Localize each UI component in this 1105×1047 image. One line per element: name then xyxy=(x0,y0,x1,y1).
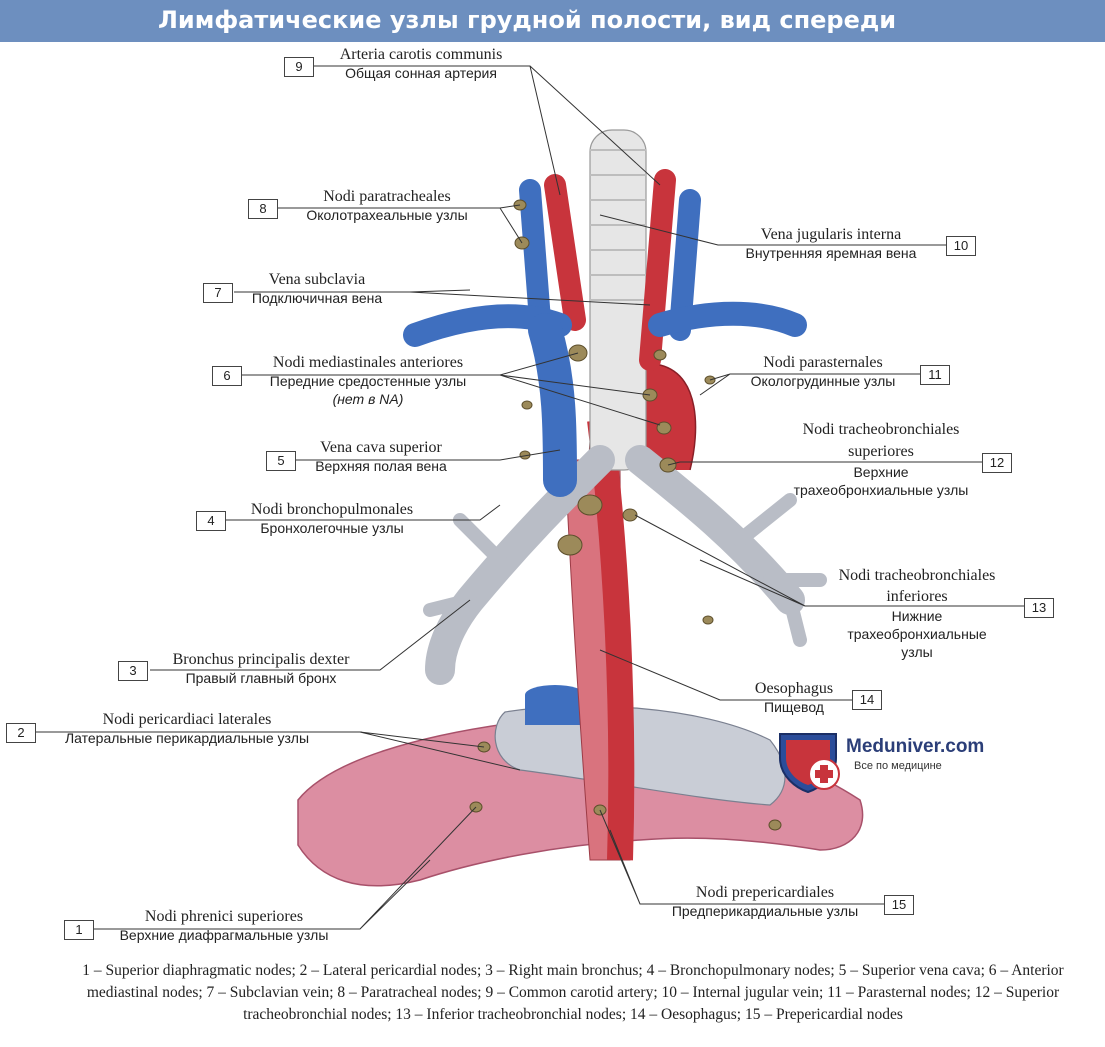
label-15-text: Nodi prepericardiales Предперикардиальны… xyxy=(648,883,882,920)
label-6-note: (нет в NA) xyxy=(332,391,404,407)
label-7-latin: Vena subclavia xyxy=(268,271,366,288)
label-number-11: 11 xyxy=(920,365,950,385)
label-6-latin: Nodi mediastinales anteriores xyxy=(272,354,464,371)
logo-name: Meduniver.com xyxy=(846,736,985,757)
label-number-8: 8 xyxy=(248,199,278,219)
label-8-text: Nodi paratracheales Околотрахеальные узл… xyxy=(276,187,498,224)
logo-tagline: Все по медицине xyxy=(854,760,942,772)
label-11-latin: Nodi parasternales xyxy=(763,354,883,371)
label-1-russian: Верхние диафрагмальные узлы xyxy=(119,927,329,943)
label-1-text: Nodi phrenici superiores Верхние диафраг… xyxy=(94,907,354,944)
label-13-text: Nodi tracheobronchiales inferiores Нижни… xyxy=(808,565,1026,661)
internal-jugular-right xyxy=(519,179,551,331)
label-13-latin: Nodi tracheobronchiales inferiores xyxy=(838,567,996,605)
label-2-text: Nodi pericardiaci laterales Латеральные … xyxy=(36,710,338,747)
label-number-1: 1 xyxy=(64,920,94,940)
label-number-5: 5 xyxy=(266,451,296,471)
label-4-latin: Nodi bronchopulmonales xyxy=(250,501,414,518)
label-5-text: Vena cava superior Верхняя полая вена xyxy=(296,438,466,475)
page-title: Лимфатические узлы грудной полости, вид … xyxy=(158,6,897,34)
label-14-russian: Пищевод xyxy=(764,699,824,715)
label-10-text: Vena jugularis interna Внутренняя яремна… xyxy=(718,225,944,262)
label-9-latin: Arteria carotis communis xyxy=(339,46,503,63)
label-number-10: 10 xyxy=(946,236,976,256)
label-9-russian: Общая сонная артерия xyxy=(345,65,497,81)
label-4-russian: Бронхолегочные узлы xyxy=(260,520,404,536)
label-13-russian: Нижние трахеобронхиальные узлы xyxy=(847,608,987,660)
label-5-russian: Верхняя полая вена xyxy=(315,458,447,474)
label-number-9: 9 xyxy=(284,57,314,77)
label-8-russian: Околотрахеальные узлы xyxy=(306,207,468,223)
label-3-latin: Bronchus principalis dexter xyxy=(172,651,350,668)
label-number-3: 3 xyxy=(118,661,148,681)
label-10-russian: Внутренняя яремная вена xyxy=(745,245,917,261)
label-5-latin: Vena cava superior xyxy=(320,439,442,456)
label-14-text: Oesophagus Пищевод xyxy=(738,679,850,716)
label-7-russian: Подключичная вена xyxy=(251,290,383,306)
label-number-14: 14 xyxy=(852,690,882,710)
label-1-latin: Nodi phrenici superiores xyxy=(144,908,304,925)
label-3-text: Bronchus principalis dexter Правый главн… xyxy=(150,650,372,687)
label-15-latin: Nodi prepericardiales xyxy=(695,884,835,901)
label-10-latin: Vena jugularis interna xyxy=(760,226,902,243)
label-8-latin: Nodi paratracheales xyxy=(323,188,451,205)
label-number-12: 12 xyxy=(982,453,1012,473)
label-number-4: 4 xyxy=(196,511,226,531)
label-number-6: 6 xyxy=(212,366,242,386)
common-carotid-right xyxy=(544,174,586,331)
label-7-text: Vena subclavia Подключичная вена xyxy=(234,270,400,307)
label-4-text: Nodi bronchopulmonales Бронхолегочные уз… xyxy=(226,500,438,537)
subclavian-vein-left xyxy=(648,301,807,337)
label-6-text: Nodi mediastinales anteriores Передние с… xyxy=(240,353,496,408)
label-12-russian: Верхние трахеобронхиальные узлы xyxy=(793,464,969,498)
label-6-russian: Передние средостенные узлы xyxy=(269,373,467,389)
label-15-russian: Предперикардиальные узлы xyxy=(671,903,859,919)
label-number-15: 15 xyxy=(884,895,914,915)
label-2-russian: Латеральные перикардиальные узлы xyxy=(64,730,310,746)
label-11-text: Nodi parasternales Окологрудинные узлы xyxy=(730,353,916,390)
superior-vena-cava xyxy=(528,313,577,497)
label-12-text: Nodi tracheobronchiales superiores Верхн… xyxy=(772,419,990,499)
label-14-latin: Oesophagus xyxy=(754,680,834,697)
label-number-2: 2 xyxy=(6,723,36,743)
label-11-russian: Окологрудинные узлы xyxy=(750,373,896,389)
label-9-text: Arteria carotis communis Общая сонная ар… xyxy=(312,45,530,82)
pericardium-tendon xyxy=(494,705,786,806)
label-2-latin: Nodi pericardiaci laterales xyxy=(102,711,272,728)
figure-caption: 1 – Superior diaphragmatic nodes; 2 – La… xyxy=(82,962,1064,1023)
shield-cross-icon xyxy=(779,733,840,794)
header-bar: Лимфатические узлы грудной полости, вид … xyxy=(0,0,1105,42)
label-number-13: 13 xyxy=(1024,598,1054,618)
leader-lines xyxy=(36,65,1024,930)
label-3-russian: Правый главный бронх xyxy=(185,670,337,686)
label-12-latin: Nodi tracheobronchiales superiores xyxy=(802,421,960,460)
meduniver-logo[interactable]: Meduniver.com Все по медицине xyxy=(776,728,996,798)
label-number-7: 7 xyxy=(203,283,233,303)
